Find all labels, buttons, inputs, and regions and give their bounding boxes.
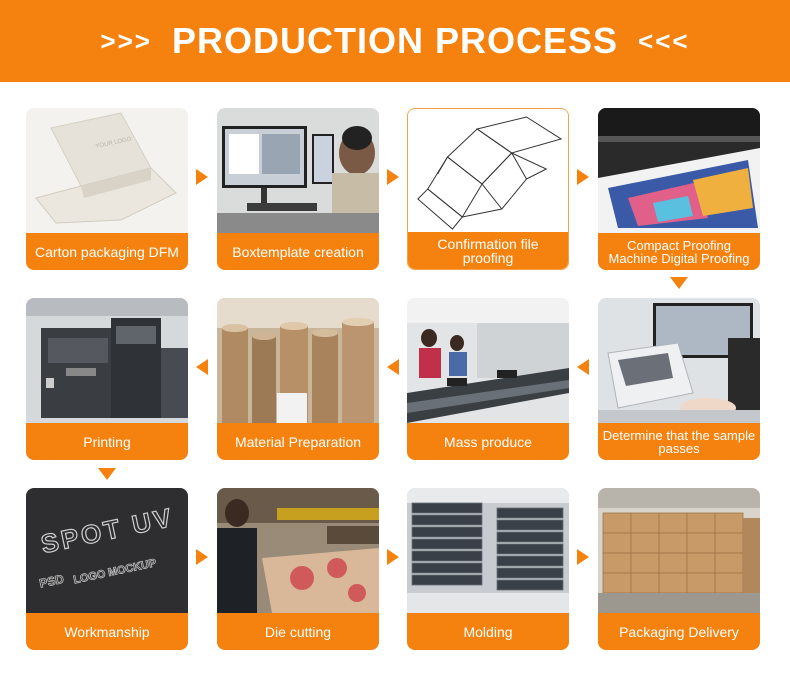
step-card-material: Material Preparation: [217, 298, 379, 460]
spot-uv-mockup-photo: SPOT UV PSD LOGO MOCKUP: [26, 488, 188, 613]
step-label: Boxtemplate creation: [217, 233, 379, 270]
arrow-right-icon: [196, 549, 208, 565]
step-label: Packaging Delivery: [598, 613, 760, 650]
arrow-right-icon: [387, 169, 399, 185]
arrow-right-icon: [577, 549, 589, 565]
arrow-left-icon: [387, 359, 399, 375]
step-card-die-cutting: Die cutting: [217, 488, 379, 650]
step-card-molding: Molding: [407, 488, 569, 650]
step-card-delivery: Packaging Delivery: [598, 488, 760, 650]
step-card-printing: Printing: [26, 298, 188, 460]
step-label: Workmanship: [26, 613, 188, 650]
step-label: Compact Proofing Machine Digital Proofin…: [598, 233, 760, 270]
arrow-down-icon: [98, 468, 116, 480]
designer-at-computer-photo: [217, 108, 379, 233]
step-label: Material Preparation: [217, 423, 379, 460]
arrow-right-icon: [196, 169, 208, 185]
step-label: Carton packaging DFM: [26, 233, 188, 270]
stacked-boxes-photo: [407, 488, 569, 613]
step-card-compact-proofing: Compact Proofing Machine Digital Proofin…: [598, 108, 760, 270]
sample-inspection-photo: [598, 298, 760, 423]
arrow-right-icon: [577, 169, 589, 185]
arrow-right-icon: [387, 549, 399, 565]
step-card-carton-dfm: YOUR LOGO Carton packaging DFM: [26, 108, 188, 270]
right-chevrons: <<<: [638, 25, 690, 56]
printing-press-photo: [26, 298, 188, 423]
step-card-sample-passes: Determine that the sample passes: [598, 298, 760, 460]
dieline-drawing: [408, 109, 568, 234]
step-label: Printing: [26, 423, 188, 460]
step-card-workmanship: SPOT UV PSD LOGO MOCKUP Workmanship: [26, 488, 188, 650]
warehouse-cartons-photo: [598, 488, 760, 613]
page-title: PRODUCTION PROCESS: [171, 20, 619, 61]
step-card-mass-produce: Mass produce: [407, 298, 569, 460]
die-cutting-photo: [217, 488, 379, 613]
arrow-down-icon: [670, 277, 688, 289]
assembly-line-photo: [407, 298, 569, 423]
step-label: Die cutting: [217, 613, 379, 650]
arrow-left-icon: [196, 359, 208, 375]
psd-text: PSD: [38, 572, 65, 591]
arrow-left-icon: [577, 359, 589, 375]
digital-proofing-photo: [598, 108, 760, 233]
step-label: Determine that the sample passes: [598, 423, 760, 460]
carton-box-photo: YOUR LOGO: [26, 108, 188, 233]
step-label: Mass produce: [407, 423, 569, 460]
step-card-confirmation: Confirmation file proofing: [407, 108, 569, 270]
left-chevrons: >>>: [100, 25, 152, 56]
paper-rolls-photo: [217, 298, 379, 423]
step-label: Confirmation file proofing: [408, 232, 568, 269]
step-label: Molding: [407, 613, 569, 650]
step-card-boxtemplate: Boxtemplate creation: [217, 108, 379, 270]
header-banner: >>> PRODUCTION PROCESS <<<: [0, 0, 790, 82]
